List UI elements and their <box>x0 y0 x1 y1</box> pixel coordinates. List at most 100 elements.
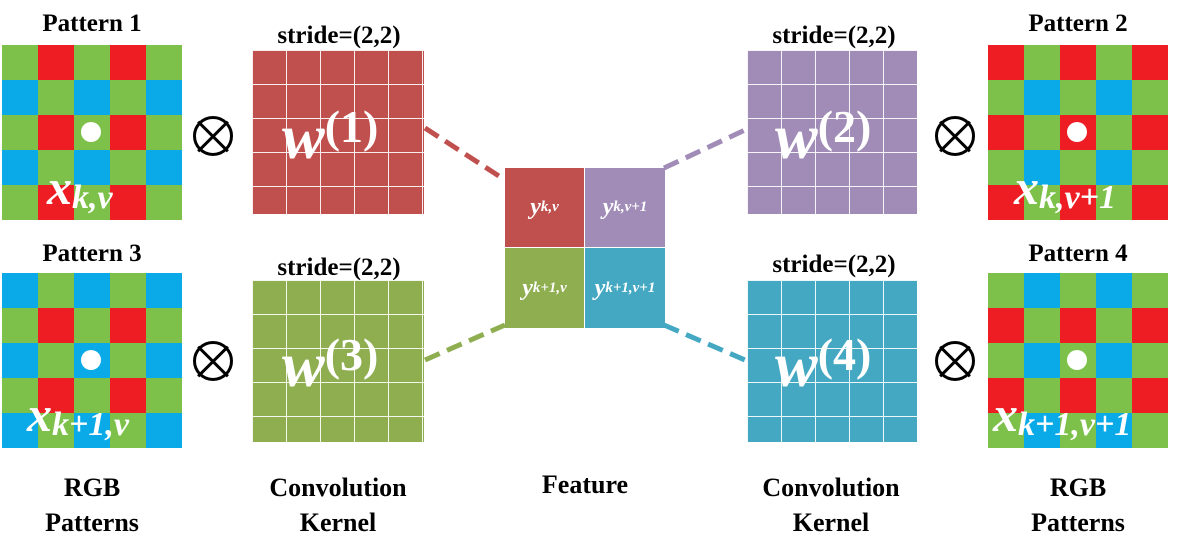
red-pixel <box>38 185 74 220</box>
green-pixel <box>146 45 182 80</box>
green-pixel <box>988 273 1024 308</box>
green-pixel <box>1132 343 1168 378</box>
caption-line: Convolution <box>269 473 407 502</box>
green-pixel <box>988 150 1024 185</box>
caption-line: Kernel <box>792 508 870 537</box>
green-pixel <box>1024 45 1060 80</box>
green-pixel <box>1096 45 1132 80</box>
red-pixel <box>1060 378 1096 413</box>
pattern-3-center-dot <box>81 350 101 370</box>
green-pixel <box>1024 378 1060 413</box>
pattern-4-x-label: xk+1,v+1 <box>993 386 1132 443</box>
green-pixel <box>1132 80 1168 115</box>
green-pixel <box>38 413 74 448</box>
blue-pixel <box>2 413 38 448</box>
green-pixel <box>110 413 146 448</box>
blue-pixel <box>1096 80 1132 115</box>
blue-pixel <box>74 413 110 448</box>
blue-pixel <box>146 273 182 308</box>
green-pixel <box>988 413 1024 448</box>
blue-pixel <box>2 80 38 115</box>
convolution-operator-icon <box>935 341 975 381</box>
green-pixel <box>38 343 74 378</box>
pattern-4-grid <box>988 273 1168 448</box>
blue-pixel <box>74 150 110 185</box>
green-pixel <box>74 45 110 80</box>
green-pixel <box>110 150 146 185</box>
kernel-4 <box>747 280 917 442</box>
red-pixel <box>1132 115 1168 150</box>
kernel-3 <box>252 280 424 442</box>
blue-pixel <box>146 80 182 115</box>
pattern-2-grid <box>988 45 1168 220</box>
blue-pixel <box>146 413 182 448</box>
pattern-1-grid <box>2 45 182 220</box>
caption-left-kernel: Convolution Kernel <box>238 470 438 540</box>
red-pixel <box>110 185 146 220</box>
red-pixel <box>988 378 1024 413</box>
green-pixel <box>2 378 38 413</box>
blue-pixel <box>2 273 38 308</box>
blue-pixel <box>1096 273 1132 308</box>
pattern-1-x-label: xk,v <box>47 159 113 216</box>
caption-left-patterns: RGB Patterns <box>2 470 182 540</box>
green-pixel <box>988 80 1024 115</box>
caption-right-patterns: RGB Patterns <box>988 470 1168 540</box>
green-pixel <box>1096 308 1132 343</box>
caption-line: RGB <box>1049 473 1107 502</box>
kernel-4-weight-label: w(4) <box>775 328 872 400</box>
pattern-1-title: Pattern 1 <box>42 10 142 37</box>
green-pixel <box>1132 273 1168 308</box>
convolution-operator-icon <box>935 116 975 156</box>
connector-4 <box>663 322 746 363</box>
red-pixel <box>38 378 74 413</box>
red-pixel <box>988 185 1024 220</box>
green-pixel <box>1060 150 1096 185</box>
kernel-1-stride: stride=(2,2) <box>277 22 401 49</box>
red-pixel <box>1060 45 1096 80</box>
convolution-operator-icon <box>193 341 233 381</box>
kernel-1 <box>252 50 424 214</box>
blue-pixel <box>1024 80 1060 115</box>
convolution-operator-icon <box>193 116 233 156</box>
pattern-2-x-label: xk,v+1 <box>1014 159 1116 216</box>
green-pixel <box>2 185 38 220</box>
red-pixel <box>1132 45 1168 80</box>
green-pixel <box>1096 185 1132 220</box>
pattern-2-title: Pattern 2 <box>1028 10 1128 37</box>
green-pixel <box>1024 308 1060 343</box>
blue-pixel <box>146 343 182 378</box>
green-pixel <box>1060 413 1096 448</box>
green-pixel <box>74 185 110 220</box>
connector-3 <box>423 322 507 363</box>
red-pixel <box>1132 378 1168 413</box>
green-pixel <box>74 308 110 343</box>
blue-pixel <box>74 273 110 308</box>
pattern-4-center-dot <box>1067 350 1087 370</box>
red-pixel <box>38 45 74 80</box>
red-pixel <box>988 115 1024 150</box>
green-pixel <box>1024 115 1060 150</box>
red-pixel <box>110 308 146 343</box>
red-pixel <box>38 308 74 343</box>
red-pixel <box>110 45 146 80</box>
green-pixel <box>988 343 1024 378</box>
pattern-4-title: Pattern 4 <box>1028 240 1128 267</box>
caption-line: Kernel <box>299 508 377 537</box>
connector-2 <box>662 127 747 171</box>
green-pixel <box>146 378 182 413</box>
blue-pixel <box>1024 273 1060 308</box>
blue-pixel <box>1096 413 1132 448</box>
green-pixel <box>2 45 38 80</box>
green-pixel <box>110 80 146 115</box>
green-pixel <box>110 343 146 378</box>
blue-pixel <box>1024 343 1060 378</box>
caption-line: RGB <box>63 473 121 502</box>
kernel-2 <box>747 50 917 214</box>
red-pixel <box>1060 308 1096 343</box>
kernel-2-weight-label: w(2) <box>775 100 872 172</box>
green-pixel <box>1060 80 1096 115</box>
kernel-3-stride: stride=(2,2) <box>277 254 401 281</box>
